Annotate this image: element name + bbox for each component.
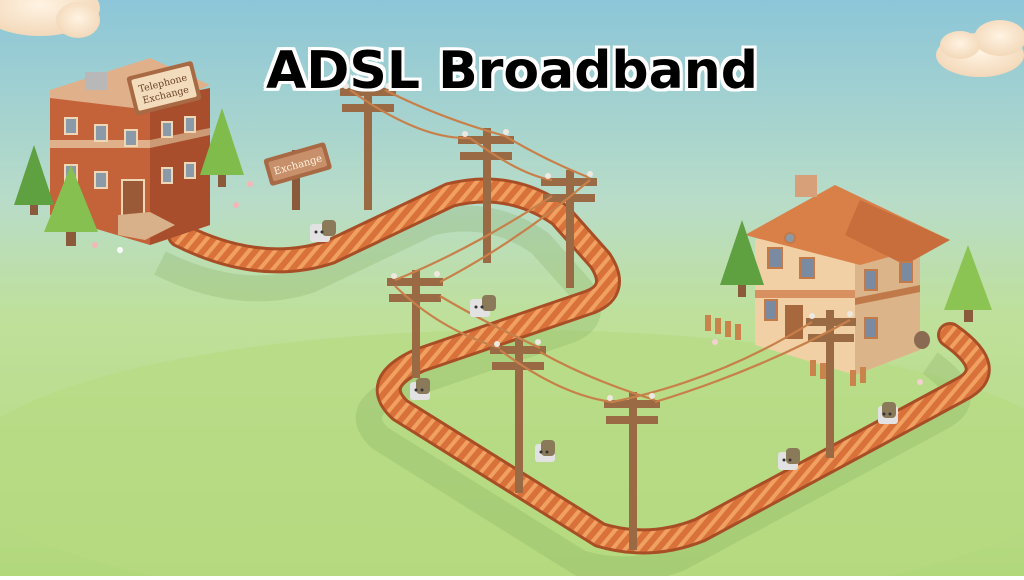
overhead-telephone-wires [349, 89, 851, 404]
telephone-poles [340, 80, 856, 550]
copper-twisted-pair-cable [167, 177, 991, 555]
pole-4 [387, 270, 443, 378]
pole-2 [458, 128, 514, 263]
flowers [92, 181, 923, 385]
data-packet-characters [310, 220, 898, 470]
tree-icon [14, 145, 54, 215]
robot-icon [410, 378, 430, 400]
robot-icon [878, 402, 898, 424]
cloud-top-left [0, 0, 100, 38]
page-title: ADSL Broadband [266, 40, 758, 101]
cloud-top-right [936, 20, 1024, 77]
customer-house [745, 175, 950, 375]
insulators [343, 83, 853, 401]
robot-icon [778, 448, 800, 470]
telephone-exchange-sign [126, 61, 202, 116]
exchange-signpost [263, 142, 332, 210]
pole-7 [806, 310, 856, 458]
robot-icon [470, 295, 496, 317]
pole-1 [340, 80, 396, 210]
robot-icon [310, 220, 336, 242]
robot-icon [535, 440, 555, 462]
tree-icon [200, 108, 244, 187]
tree-icon [720, 220, 764, 297]
telephone-exchange-building [50, 58, 210, 245]
fence [705, 315, 866, 386]
tree-icon [44, 165, 98, 246]
pole-5 [490, 338, 546, 493]
pole-6 [604, 392, 660, 550]
tree-icon [944, 245, 992, 322]
